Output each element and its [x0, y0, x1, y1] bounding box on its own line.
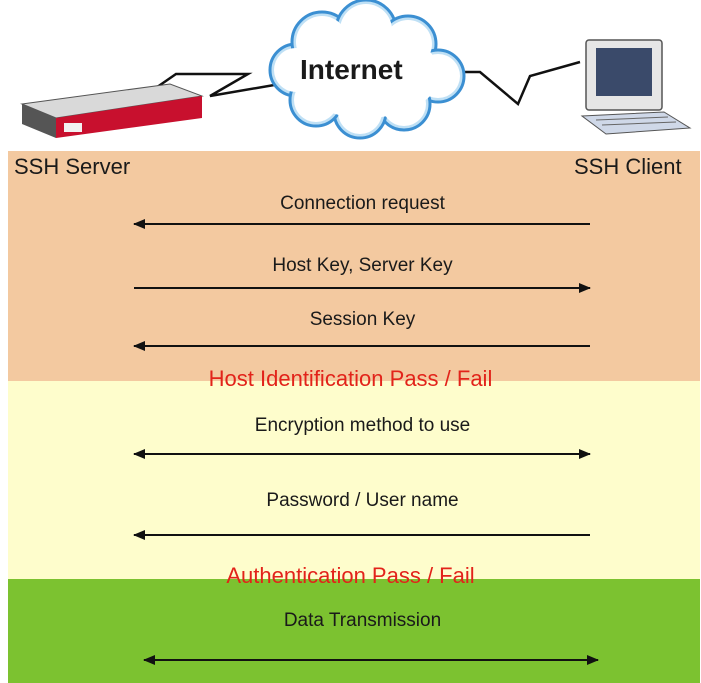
- authentication-status: Authentication Pass / Fail: [226, 563, 475, 588]
- client-computer-icon: [580, 39, 692, 135]
- internet-label: Internet: [300, 54, 403, 85]
- phase-band-authentication: [8, 381, 700, 579]
- message-connection-request: Connection request: [280, 193, 445, 214]
- server-appliance-icon: [20, 83, 204, 138]
- message-host-key: Host Key, Server Key: [272, 255, 453, 276]
- message-session-key: Session Key: [309, 309, 416, 330]
- message-password-username: Password / User name: [266, 490, 459, 511]
- ssh-server-label: SSH Server: [14, 154, 131, 179]
- client-cable: [448, 60, 581, 107]
- internet-cloud-icon: [268, 0, 466, 140]
- message-encryption-method: Encryption method to use: [254, 415, 471, 436]
- message-data-transmission: Data Transmission: [283, 610, 442, 631]
- phase-band-data-transfer: [8, 579, 700, 683]
- host-identification-status: Host Identification Pass / Fail: [208, 366, 493, 391]
- server-cable: [149, 72, 281, 98]
- ssh-client-label: SSH Client: [574, 154, 682, 179]
- phase-band-key-exchange: [8, 151, 700, 381]
